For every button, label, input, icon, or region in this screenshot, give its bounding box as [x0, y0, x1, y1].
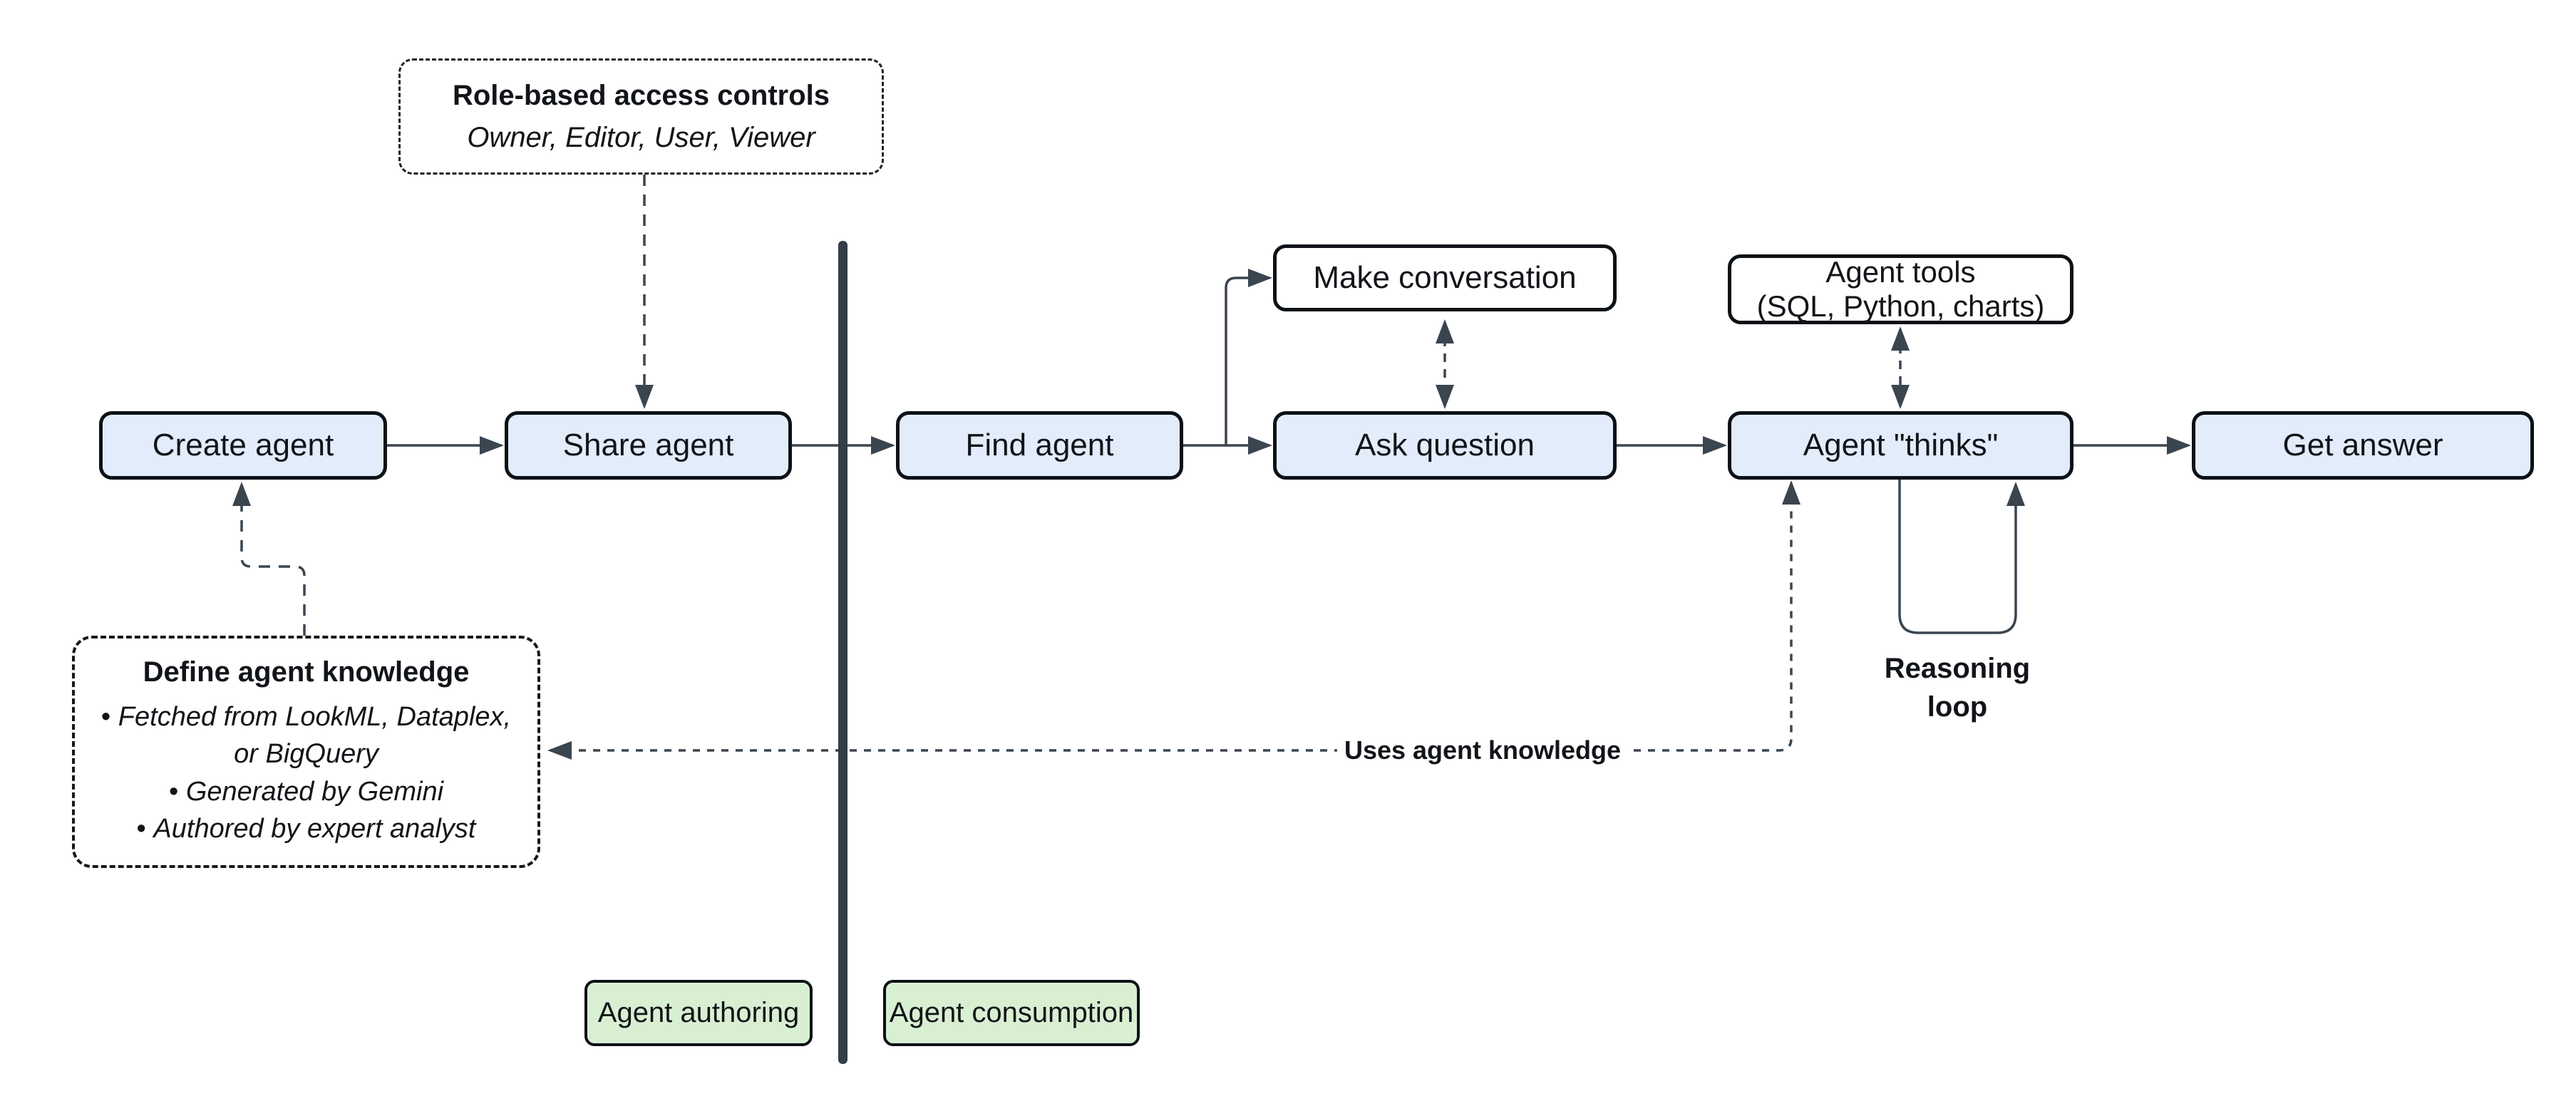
edge-branch-to-make-conversation [1225, 269, 1272, 445]
edge-label-uses-agent-knowledge: Uses agent knowledge [1336, 734, 1629, 767]
node-ask-question-label: Ask question [1355, 427, 1535, 462]
node-get-answer-label: Get answer [2282, 427, 2443, 462]
node-agent-thinks-label: Agent "thinks" [1803, 427, 1999, 462]
legend-agent-authoring: Agent authoring [584, 980, 813, 1046]
edge-define-to-create [232, 482, 306, 636]
callout-define-agent-knowledge-title: Define agent knowledge [143, 656, 470, 688]
node-ask-question: Ask question [1273, 411, 1617, 480]
knowledge-item: Authored by expert analyst [95, 810, 517, 847]
node-agent-tools-line2: (SQL, Python, charts) [1756, 289, 2045, 323]
node-find-agent-label: Find agent [965, 427, 1114, 462]
legend-agent-consumption-label: Agent consumption [889, 997, 1134, 1028]
callout-define-agent-knowledge: Define agent knowledge Fetched from Look… [72, 636, 540, 868]
node-create-agent-label: Create agent [152, 427, 334, 462]
node-find-agent: Find agent [896, 411, 1183, 480]
node-make-conversation: Make conversation [1273, 244, 1617, 311]
node-share-agent: Share agent [505, 411, 792, 480]
node-agent-tools: Agent tools (SQL, Python, charts) [1728, 254, 2073, 324]
node-create-agent: Create agent [99, 411, 387, 480]
knowledge-item: Fetched from LookML, Dataplex, or BigQue… [95, 698, 517, 773]
node-get-answer: Get answer [2192, 411, 2534, 480]
node-agent-thinks: Agent "thinks" [1728, 411, 2073, 480]
edge-label-reasoning-loop: Reasoning loop [1884, 653, 2031, 723]
callout-define-agent-knowledge-list: Fetched from LookML, Dataplex, or BigQue… [95, 698, 517, 848]
edge-uses-agent-knowledge [547, 480, 1800, 760]
legend-agent-authoring-label: Agent authoring [597, 997, 800, 1028]
node-make-conversation-label: Make conversation [1313, 259, 1577, 295]
knowledge-item: Generated by Gemini [95, 773, 517, 810]
edge-reasoning-loop [1898, 480, 2025, 634]
callout-role-based-access-subtitle: Owner, Editor, User, Viewer [467, 121, 815, 153]
node-agent-tools-line1: Agent tools [1825, 254, 1976, 289]
swimlane-divider [838, 241, 847, 1064]
legend-agent-consumption: Agent consumption [883, 980, 1140, 1046]
callout-role-based-access-title: Role-based access controls [452, 79, 830, 111]
node-share-agent-label: Share agent [562, 427, 734, 462]
callout-role-based-access: Role-based access controls Owner, Editor… [398, 58, 884, 175]
